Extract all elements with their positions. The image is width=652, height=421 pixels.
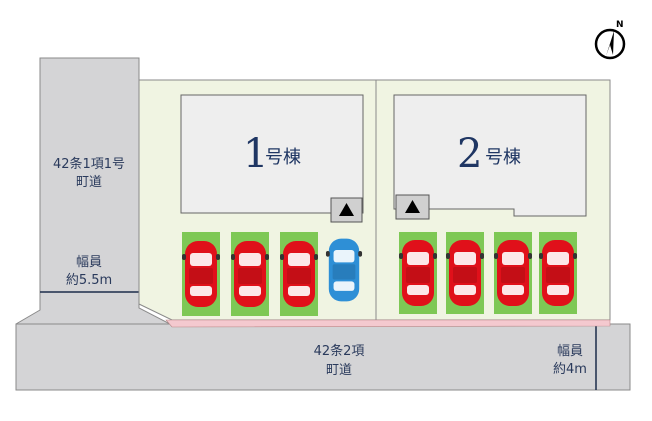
building-1-suffix: 号棟 [265,147,301,168]
entrance-triangle-icon [405,200,420,213]
entrance-triangle-icon [339,203,354,216]
building-2-suffix: 号棟 [485,147,521,168]
entrance-marker-2 [395,194,430,220]
car-red [231,241,269,307]
compass-icon: N [594,20,626,60]
compass-north-label: N [616,20,624,30]
left-road-name-line2: 町道 [76,175,102,190]
building-1 [180,94,364,214]
building-1-number: 1 [243,131,268,177]
car-red [446,240,484,306]
car-red [399,240,437,306]
left-road-width-line2: 約5.5m [66,273,112,288]
entrance-marker-1 [330,197,363,223]
bottom-road-name-line1: 42条2項 [314,343,365,359]
setback-strip [165,319,611,328]
lot-1-parking [182,232,363,316]
car-red [494,240,532,306]
bottom-road-width-line2: 約4m [553,362,587,377]
left-road-name-line1: 42条1項1号 [53,156,125,172]
bottom-road-width-line1: 幅員 [557,344,583,359]
left-road-width-line1: 幅員 [76,255,102,270]
car-red [182,241,220,307]
car-blue [325,238,363,302]
building-2 [393,94,587,217]
lot-2-parking [399,232,577,314]
building-2-number: 2 [457,131,482,177]
bottom-road-name-line2: 町道 [326,363,352,378]
car-red [280,241,318,307]
car-red [539,240,577,306]
